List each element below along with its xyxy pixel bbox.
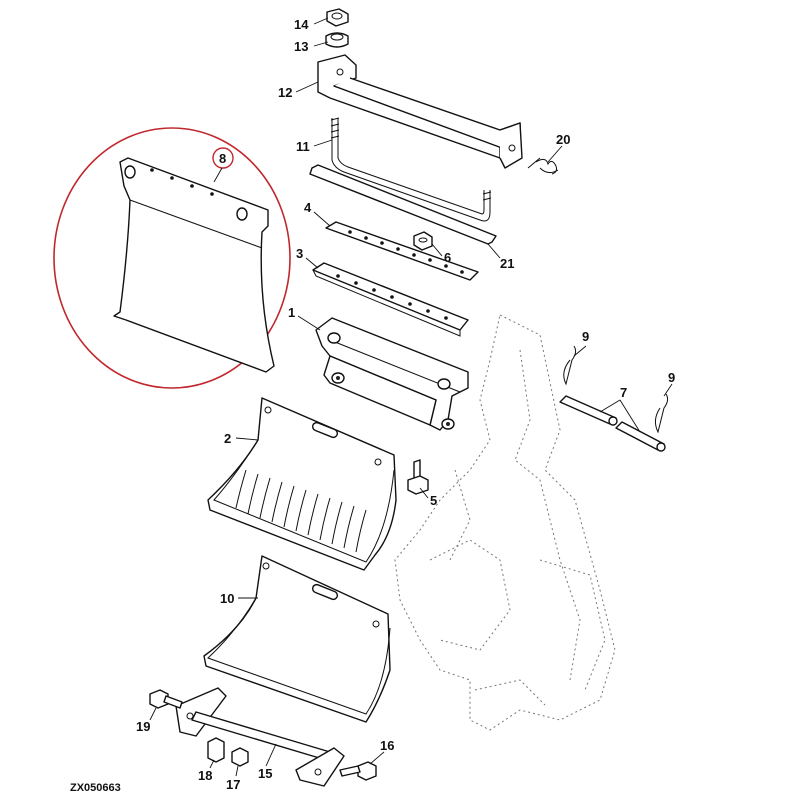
callout-14: 14 [294,17,309,32]
callout-18: 18 [198,768,212,783]
part-8-shield-plate [113,157,275,373]
part-7-pins [559,395,666,452]
callout-12: 12 [278,85,292,100]
part-18-spacer [207,737,225,763]
part-17-nut [231,747,249,767]
callout-8: 8 [219,151,226,166]
part-15-lower-bracket [175,687,345,787]
part-13-washer [325,32,349,48]
machine-frame-ghost [394,314,616,731]
part-11-u-bolt [330,117,492,222]
part-19-bolt [149,689,183,709]
part-10-solid-scoop [203,555,391,723]
callout-21: 21 [500,256,514,271]
part-14-nut [326,8,349,27]
callout-9a: 9 [582,329,589,344]
callout-labels: 14 13 12 11 20 4 6 21 3 1 9 9 7 2 5 10 1… [70,17,675,794]
drawing-code: ZX050663 [70,782,121,794]
leader-lines [149,17,673,777]
detail-inset [53,127,291,389]
part-4-plate [325,221,479,281]
callout-11: 11 [296,139,310,154]
part-5-bolt [407,459,429,495]
callout-9b: 9 [668,370,675,385]
callout-17: 17 [226,777,240,792]
part-12-bracket [317,54,523,169]
callout-20: 20 [556,132,570,147]
callout-7: 7 [620,385,627,400]
callout-3: 3 [296,246,303,261]
callout-13: 13 [294,39,308,54]
part-1-hinge-bracket [315,317,469,431]
callout-16: 16 [380,738,394,753]
callout-1: 1 [288,305,295,320]
callout-6: 6 [444,250,451,265]
callout-19: 19 [136,719,150,734]
part-3-plate [312,262,469,337]
callout-5: 5 [430,493,437,508]
callout-15: 15 [258,766,272,781]
callout-4: 4 [304,200,312,215]
part-9-spring-pins [563,345,669,434]
callout-2: 2 [224,431,231,446]
part-6-nut [413,231,433,251]
part-21-strip [309,164,497,245]
part-16-bolt [339,761,377,781]
callout-10: 10 [220,591,234,606]
part-2-grate-scoop [207,397,397,571]
detail-circle [53,127,291,389]
callout-8-highlight [212,147,234,169]
part-20-spring [527,157,559,175]
